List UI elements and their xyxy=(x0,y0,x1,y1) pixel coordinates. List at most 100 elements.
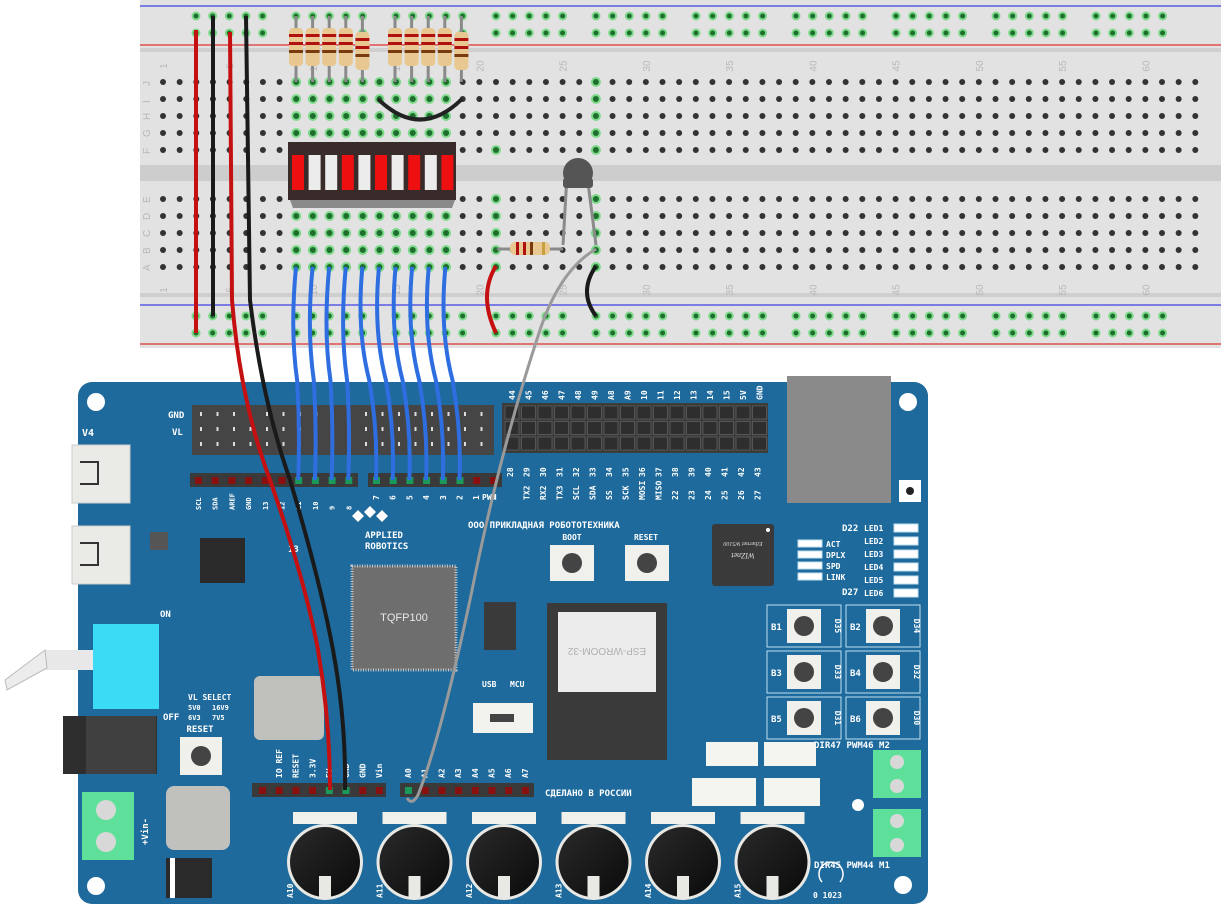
digital-pin[interactable] xyxy=(456,477,464,484)
extended-header-pin[interactable] xyxy=(686,436,701,451)
extended-header-pin[interactable] xyxy=(587,405,602,420)
extended-header-pin[interactable] xyxy=(669,405,685,420)
analog-pin[interactable] xyxy=(438,787,446,794)
power-pin[interactable] xyxy=(342,787,350,794)
extended-header-pin[interactable] xyxy=(521,436,536,451)
power-toggle-switch[interactable] xyxy=(93,624,159,709)
digital-pin[interactable] xyxy=(489,477,497,484)
potentiometer-a10[interactable] xyxy=(290,827,360,897)
analog-pin[interactable] xyxy=(455,787,463,794)
extended-header-pin[interactable] xyxy=(653,405,668,420)
rail-hole xyxy=(624,311,634,321)
digital-pin[interactable] xyxy=(245,477,253,484)
analog-pin[interactable] xyxy=(405,787,412,794)
analog-pin[interactable] xyxy=(488,787,496,794)
breadboard-hole xyxy=(576,230,583,236)
potentiometer-a13[interactable] xyxy=(558,827,629,897)
power-pin[interactable] xyxy=(325,787,333,794)
digital-pin[interactable] xyxy=(278,477,286,484)
extended-header-pin[interactable] xyxy=(719,405,734,420)
extended-header-pin[interactable] xyxy=(554,405,569,420)
digital-pin[interactable] xyxy=(406,477,414,484)
extended-header-pin[interactable] xyxy=(521,421,536,435)
extended-header-pin[interactable] xyxy=(570,421,586,435)
breadboard-hole xyxy=(576,147,583,153)
digital-pin[interactable] xyxy=(328,477,336,484)
extended-header-pin[interactable] xyxy=(653,436,668,451)
potentiometer-a12[interactable] xyxy=(469,827,539,897)
analog-pin[interactable] xyxy=(421,787,429,794)
extended-header-pin[interactable] xyxy=(620,405,635,420)
extended-header-pin[interactable] xyxy=(636,436,652,451)
extended-header-pin[interactable] xyxy=(570,436,586,451)
digital-pin[interactable] xyxy=(439,477,447,484)
extended-header-pin[interactable] xyxy=(702,405,718,420)
digital-pin[interactable] xyxy=(311,477,319,484)
power-pin[interactable] xyxy=(275,787,283,794)
button-pin-label: D35 xyxy=(833,619,842,634)
digital-pin[interactable] xyxy=(295,477,303,484)
digital-pin[interactable] xyxy=(389,477,397,484)
extended-header-pin[interactable] xyxy=(702,421,718,435)
digital-pin[interactable] xyxy=(473,477,481,484)
button-cap xyxy=(794,616,814,636)
digital-pin[interactable] xyxy=(228,477,236,484)
extended-header-pin[interactable] xyxy=(521,405,536,420)
extended-header-pin[interactable] xyxy=(653,421,668,435)
pot-indicator xyxy=(587,876,600,898)
extended-header-pin[interactable] xyxy=(752,405,767,420)
extended-header-pin[interactable] xyxy=(603,421,619,435)
extended-header-pin[interactable] xyxy=(587,421,602,435)
extended-header-pin[interactable] xyxy=(735,436,751,451)
extended-header-pin[interactable] xyxy=(587,436,602,451)
extended-header-pin[interactable] xyxy=(554,436,569,451)
extended-header-pin[interactable] xyxy=(702,436,718,451)
breadboard-hole xyxy=(1009,264,1016,270)
breadboard-hole xyxy=(160,79,166,85)
extended-header-pin[interactable] xyxy=(669,436,685,451)
potentiometer-a15[interactable] xyxy=(737,827,808,897)
digital-pin[interactable] xyxy=(211,477,219,484)
power-pin[interactable] xyxy=(375,787,383,794)
extended-header-pin[interactable] xyxy=(570,405,586,420)
header-pin xyxy=(200,427,202,431)
extended-header-pin[interactable] xyxy=(554,421,569,435)
extended-header-pin[interactable] xyxy=(636,405,652,420)
analog-pin[interactable] xyxy=(521,787,529,794)
extended-header-pin[interactable] xyxy=(719,421,734,435)
potentiometer-a14[interactable] xyxy=(648,827,718,897)
potentiometer-a11[interactable] xyxy=(379,827,450,897)
digital-pin[interactable] xyxy=(345,477,353,484)
breadboard-hole xyxy=(859,96,866,102)
extended-header-pin[interactable] xyxy=(537,405,553,420)
extended-header-pin[interactable] xyxy=(620,436,635,451)
power-pin[interactable] xyxy=(259,787,266,794)
rail-hole xyxy=(591,11,601,21)
extended-header-pin[interactable] xyxy=(636,421,652,435)
extended-header-pin[interactable] xyxy=(752,436,767,451)
extended-header-pin[interactable] xyxy=(752,421,767,435)
extended-header-pin[interactable] xyxy=(603,405,619,420)
extended-header-pin[interactable] xyxy=(719,436,734,451)
extended-header-pin[interactable] xyxy=(620,421,635,435)
extended-header-pin[interactable] xyxy=(686,405,701,420)
rail-hole xyxy=(224,328,234,338)
analog-pin[interactable] xyxy=(505,787,513,794)
digital-pin[interactable] xyxy=(373,477,380,484)
analog-pin[interactable] xyxy=(471,787,479,794)
digital-pin[interactable] xyxy=(195,477,202,484)
extended-header-pin[interactable] xyxy=(669,421,685,435)
digital-pin[interactable] xyxy=(261,477,269,484)
power-pin[interactable] xyxy=(292,787,300,794)
resistor-band xyxy=(289,34,303,37)
power-pin[interactable] xyxy=(309,787,317,794)
breadboard-hole xyxy=(609,264,616,270)
power-pin[interactable] xyxy=(359,787,367,794)
extended-header-pin[interactable] xyxy=(686,421,701,435)
extended-header-pin[interactable] xyxy=(603,436,619,451)
extended-header-pin[interactable] xyxy=(537,421,553,435)
extended-header-pin[interactable] xyxy=(735,405,751,420)
digital-pin[interactable] xyxy=(423,477,431,484)
extended-header-pin[interactable] xyxy=(537,436,553,451)
extended-header-pin[interactable] xyxy=(735,421,751,435)
